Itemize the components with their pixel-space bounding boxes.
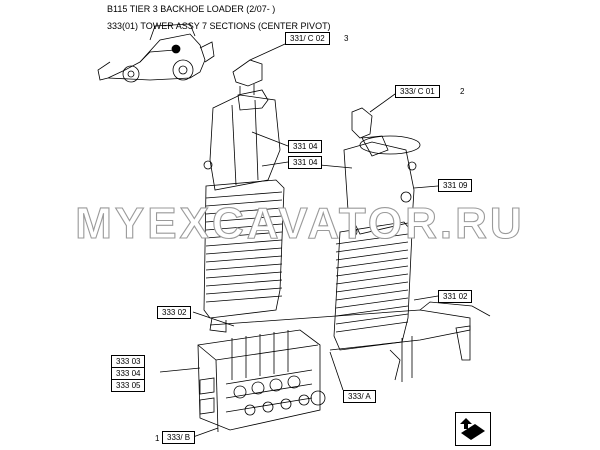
next-page-arrow-icon [460, 418, 485, 440]
backhoe-loader-thumbnail [97, 23, 215, 83]
callout-number-2: 2 [460, 87, 465, 96]
leader-lines [159, 43, 439, 438]
callout-331-04-a[interactable]: 331 04 [288, 140, 323, 153]
callout-333-b[interactable]: 333/ B [162, 431, 196, 444]
next-page-button[interactable] [455, 412, 491, 446]
callout-333-02[interactable]: 333 02 [157, 306, 192, 319]
watermark-text: MYEXCAVATOR.RU [75, 199, 524, 248]
page-subtitle: 333(01) TOWER ASSY 7 SECTIONS (CENTER PI… [107, 21, 331, 31]
base-platform [209, 301, 491, 382]
callout-333-a[interactable]: 333/ A [343, 390, 376, 403]
callout-331-c02[interactable]: 331/ C 02 [285, 32, 330, 45]
callout-333-c01[interactable]: 333/ C 01 [395, 85, 440, 98]
callout-333-05[interactable]: 333 05 [111, 379, 146, 392]
control-valve-block [197, 329, 326, 433]
callout-number-1: 1 [155, 434, 160, 443]
page-title: B115 TIER 3 BACKHOE LOADER (2/07- ) [107, 4, 276, 14]
callout-331-02[interactable]: 331 02 [438, 290, 473, 303]
location-marker-icon [171, 44, 181, 54]
left-control-tower [203, 59, 285, 333]
right-control-tower [333, 107, 421, 351]
callout-331-09[interactable]: 331 09 [438, 179, 473, 192]
callout-number-3: 3 [344, 34, 349, 43]
callout-331-04-b[interactable]: 331 04 [288, 156, 323, 169]
